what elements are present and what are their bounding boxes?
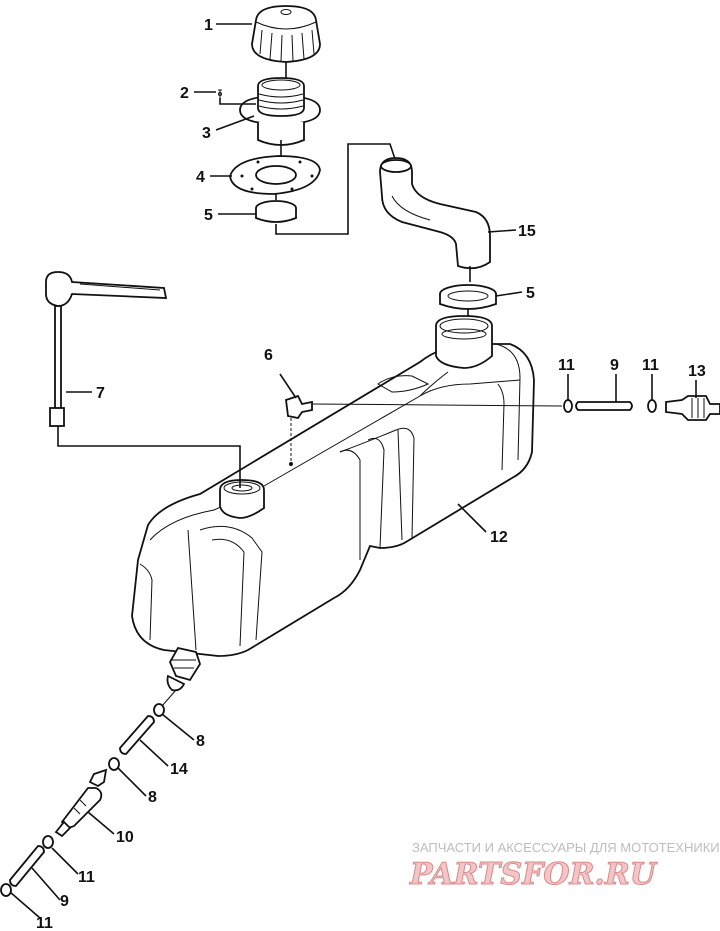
watermark-logo: PARTSFOR.RU — [409, 857, 658, 892]
callout-1: 1 — [204, 17, 213, 34]
callout-8-upper: 8 — [196, 733, 205, 750]
part-fuel-tank — [131, 315, 535, 692]
part-vent-fitting — [285, 394, 313, 462]
callout-4: 4 — [196, 169, 205, 186]
callout-5-lower: 5 — [526, 285, 535, 302]
watermark: ЗАПЧАСТИ И АКСЕССУАРЫ ДЛЯ МОТОТЕХНИКИ PA… — [409, 840, 720, 893]
callout-labels: 1 2 3 4 5 15 5 6 7 11 9 11 13 12 8 14 8 … — [36, 17, 706, 931]
part-gasket-plate — [229, 155, 321, 195]
callout-12: 12 — [490, 529, 508, 546]
part-vent-hose-right — [575, 401, 633, 411]
part-clamp-lower-b — [108, 757, 120, 771]
callout-9-lower: 9 — [60, 893, 69, 910]
part-clamp-lower — [439, 284, 497, 310]
part-fuel-cap — [251, 5, 321, 63]
callout-11-lower-a: 11 — [78, 869, 95, 886]
callout-15: 15 — [518, 223, 536, 240]
callout-14: 14 — [170, 761, 188, 778]
callout-2: 2 — [180, 85, 189, 102]
watermark-tagline: ЗАПЧАСТИ И АКСЕССУАРЫ ДЛЯ МОТОТЕХНИКИ — [412, 840, 720, 855]
part-clamp-right-b — [647, 399, 657, 413]
callout-11-right-a: 11 — [558, 357, 575, 374]
part-clamp-lower-c — [42, 835, 54, 849]
part-clamp-lower-d — [0, 883, 12, 897]
callout-10: 10 — [116, 829, 134, 846]
part-fuel-line-short — [119, 715, 155, 755]
callout-5-upper: 5 — [204, 207, 213, 224]
part-filler-hose — [379, 157, 491, 270]
part-check-valve — [665, 395, 720, 421]
callout-6: 6 — [264, 347, 273, 364]
leader-lines — [9, 23, 697, 919]
callout-11-lower-b: 11 — [36, 915, 53, 931]
callout-8-lower: 8 — [148, 789, 157, 806]
callout-11-right-b: 11 — [642, 357, 659, 374]
part-fuel-line-long — [9, 845, 45, 887]
callout-3: 3 — [202, 125, 211, 142]
callout-9-right: 9 — [610, 357, 619, 374]
callout-13: 13 — [688, 363, 706, 380]
part-clamp-upper — [255, 200, 297, 223]
callout-7: 7 — [96, 385, 105, 402]
part-clamp-lower-a — [153, 703, 165, 717]
part-fuel-sender — [45, 271, 168, 427]
part-fuel-connector — [88, 768, 108, 788]
part-filler-neck — [239, 77, 321, 146]
part-fuel-filter — [54, 787, 103, 838]
part-clamp-right-a — [563, 399, 573, 413]
